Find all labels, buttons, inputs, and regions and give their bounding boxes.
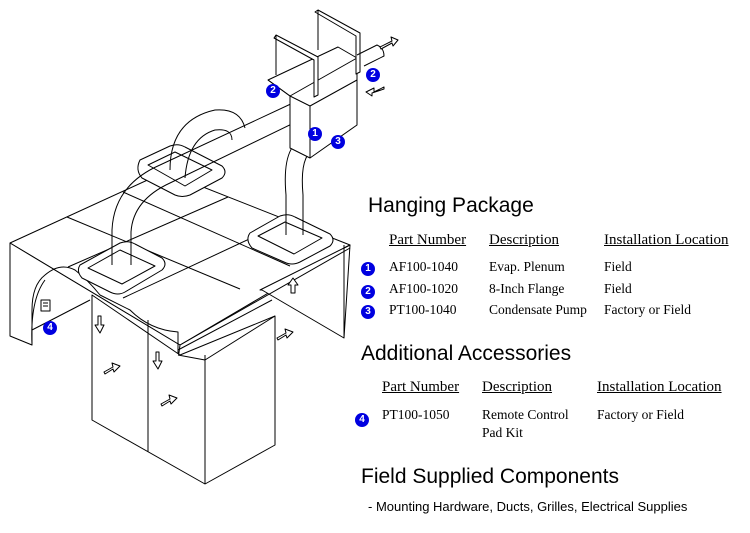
description-line2: Pad Kit: [482, 425, 523, 440]
arrow-right-1: [103, 362, 121, 375]
hp-header-description: Description: [489, 232, 559, 248]
callout-badge-pump: 3: [331, 135, 345, 149]
hp-header-part-number: Part Number: [389, 232, 467, 248]
additional-accessories-title: Additional Accessories: [361, 342, 572, 365]
part-number: PT100-1050: [382, 407, 450, 422]
callout-badge-remote: 4: [43, 321, 57, 335]
arrow-right-2: [160, 394, 178, 407]
description: 8-Inch Flange: [489, 281, 565, 296]
location: Field: [604, 259, 632, 274]
callout-badge-plenum: 1: [308, 127, 322, 141]
aa-header-part-number: Part Number: [382, 379, 460, 395]
evap-plenum: [267, 9, 385, 159]
aa-header-location: Installation Location: [597, 379, 722, 395]
row-badge: 4: [355, 413, 369, 427]
aa-header-description: Description: [482, 379, 552, 395]
remote-control-pad: [40, 299, 51, 312]
field-supplied-note: - Mounting Hardware, Ducts, Grilles, Ele…: [368, 499, 688, 514]
cabinet: [91, 294, 276, 485]
arrow-right-3: [276, 328, 294, 341]
arrow-down-2: [152, 351, 163, 370]
location: Factory or Field: [597, 407, 684, 422]
diffuser-right: [247, 214, 334, 265]
right-end-panel: [259, 244, 351, 339]
part-number: AF100-1020: [389, 281, 459, 296]
callout-badge-flange-right: 2: [366, 68, 380, 82]
description: Evap. Plenum: [489, 259, 565, 274]
ceiling-grid: [9, 171, 351, 346]
description: Condensate Pump: [489, 302, 587, 317]
location: Field: [604, 281, 632, 296]
callout-badge-flange-left: 2: [266, 84, 280, 98]
field-supplied-title: Field Supplied Components: [361, 465, 619, 488]
row-badge: 1: [361, 262, 375, 276]
location: Factory or Field: [604, 302, 691, 317]
arrow-out-top: [379, 36, 399, 50]
hp-header-location: Installation Location: [604, 232, 729, 248]
arrow-down-1: [94, 315, 105, 334]
arrow-in-side: [365, 86, 385, 97]
diffuser-center: [137, 144, 226, 197]
part-number: AF100-1040: [389, 259, 459, 274]
hanging-package-title: Hanging Package: [368, 194, 534, 217]
description-line1: Remote Control: [482, 407, 569, 422]
part-number: PT100-1040: [389, 302, 457, 317]
diffuser-left: [77, 241, 166, 295]
row-badge: 2: [361, 285, 375, 299]
airflow-arrows: [94, 36, 399, 407]
arrow-up: [287, 277, 299, 294]
row-badge: 3: [361, 305, 375, 319]
